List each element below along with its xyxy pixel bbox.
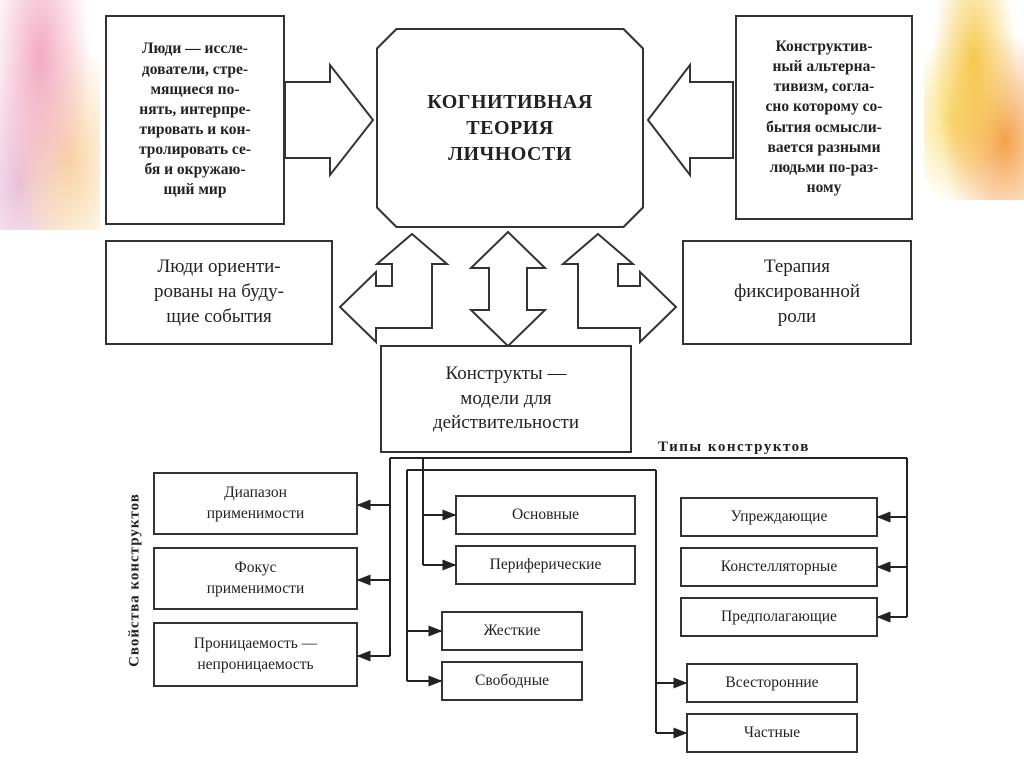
node-future-oriented: Люди ориенти- рованы на буду- щие событи… — [105, 240, 333, 345]
node-constructive-alternativism: Конструктив- ный альтерна- тивизм, согла… — [735, 15, 913, 220]
type-incidental-text: Частные — [743, 724, 801, 741]
property-range-text: Диапазон применимости — [206, 484, 305, 522]
node-constructive-alternativism-text: Конструктив- ный альтерна- тивизм, согла… — [765, 37, 883, 196]
type-comprehensive-text: Всесторонние — [725, 674, 819, 691]
node-fixed-role-therapy-text: Терапия фиксированной роли — [734, 256, 860, 327]
type-peripheral: Периферические — [455, 545, 636, 585]
type-rigid: Жесткие — [441, 611, 583, 651]
type-basic-text: Основные — [511, 506, 580, 523]
type-rigid-text: Жесткие — [483, 622, 541, 639]
type-loose: Свободные — [441, 661, 583, 701]
property-permeability: Проницаемость — непроницаемость — [153, 622, 358, 687]
arrow-left-to-center — [284, 62, 375, 178]
node-fixed-role-therapy: Терапия фиксированной роли — [682, 240, 912, 345]
arrow-center-to-mid-right — [560, 232, 678, 345]
type-propositional-text: Предполагающие — [721, 608, 837, 625]
type-preemptive: Упреждающие — [680, 497, 878, 537]
label-construct-properties: Свойства конструктов — [126, 493, 143, 667]
property-range: Диапазон применимости — [153, 472, 358, 535]
decorative-splash-right — [924, 0, 1024, 200]
type-constellatory: Констелляторные — [680, 547, 878, 587]
arrow-right-to-center — [646, 62, 734, 178]
type-preemptive-text: Упреждающие — [730, 508, 828, 525]
property-focus-text: Фокус применимости — [206, 559, 305, 597]
type-constellatory-text: Констелляторные — [720, 558, 838, 575]
type-peripheral-text: Периферические — [489, 556, 602, 573]
node-researchers: Люди — иссле- дователи, стре- мящиеся по… — [105, 15, 285, 225]
arrow-center-to-mid-left — [338, 232, 450, 345]
property-focus: Фокус применимости — [153, 547, 358, 610]
label-construct-types: Типы конструктов — [658, 439, 810, 455]
property-permeability-text: Проницаемость — непроницаемость — [193, 635, 318, 673]
type-basic: Основные — [455, 495, 636, 535]
type-loose-text: Свободные — [475, 672, 549, 689]
node-cognitive-theory-text: КОГНИТИВНАЯ ТЕОРИЯ ЛИЧНОСТИ — [427, 91, 593, 165]
node-constructs: Конструкты — модели для действительности — [380, 345, 632, 453]
type-incidental: Частные — [686, 713, 858, 753]
node-constructs-text: Конструкты — модели для действительности — [432, 362, 580, 434]
node-future-oriented-text: Люди ориенти- рованы на буду- щие событи… — [154, 256, 284, 327]
decorative-splash-left — [0, 0, 100, 230]
type-propositional: Предполагающие — [680, 597, 878, 637]
node-researchers-text: Люди — иссле- дователи, стре- мящиеся по… — [138, 40, 252, 199]
type-comprehensive: Всесторонние — [686, 663, 858, 703]
node-cognitive-theory: КОГНИТИВНАЯ ТЕОРИЯ ЛИЧНОСТИ — [376, 28, 644, 228]
arrow-center-constructs-double — [468, 230, 548, 348]
